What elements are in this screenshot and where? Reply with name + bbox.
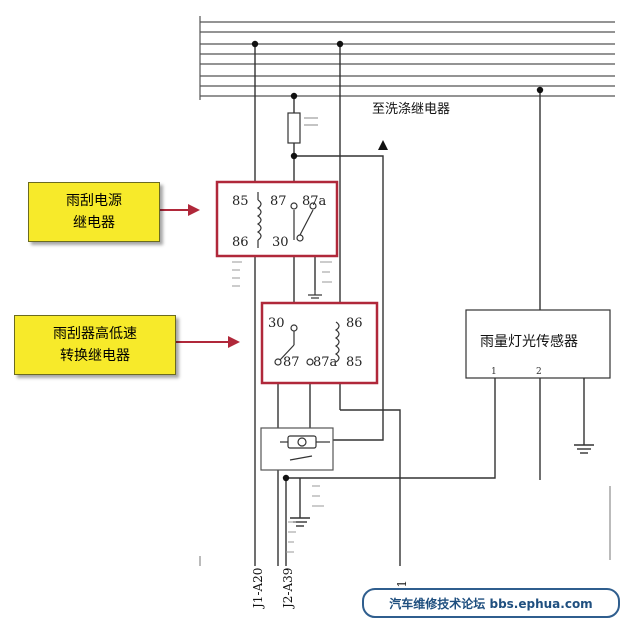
- power-relay-small-marks: [232, 261, 332, 287]
- power-relay-ground-icon: [308, 290, 322, 299]
- fuse-label-marks: [304, 117, 318, 126]
- speed-relay-callout-line1: 雨刮器高低速: [53, 326, 137, 342]
- junction-dots: [251, 40, 544, 482]
- speed-relay-callout: 雨刮器高低速 转换继电器: [14, 315, 176, 375]
- speed-relay-contacts: [274, 324, 314, 366]
- rain-sensor-label: 雨量灯光传感器: [480, 333, 578, 350]
- washer-relay-label: 至洗涤继电器: [372, 102, 450, 117]
- speed-relay-pin-30: 30: [268, 316, 285, 331]
- power-relay-callout: 雨刮电源 继电器: [28, 182, 160, 242]
- frame-lines: [199, 486, 611, 566]
- callout-arrow-speed: [176, 336, 240, 348]
- fuse-symbol: [287, 112, 301, 144]
- speed-relay-pin-87a: 87a: [313, 355, 338, 370]
- speed-relay-coil: [279, 321, 340, 363]
- speed-relay-callout-line2: 转换继电器: [60, 348, 130, 364]
- rain-sensor-box: [465, 309, 611, 379]
- connector-j2-a39: J2-A39: [281, 568, 295, 610]
- power-relay-coil: [256, 192, 314, 248]
- sensor-pin-1: 1: [491, 367, 497, 377]
- connector-j1-a20: J1-A20: [251, 568, 265, 610]
- wire-id-marks: [286, 485, 324, 553]
- wiper-motor-icon: [280, 435, 330, 461]
- speed-relay-pin-86: 86: [346, 316, 363, 331]
- callout-arrow-power: [160, 204, 200, 216]
- power-relay-callout-line2: 继电器: [73, 215, 115, 231]
- forum-watermark: 汽车维修技术论坛 bbs.ephua.com: [362, 588, 620, 618]
- power-relay-pin-87a: 87a: [302, 194, 327, 209]
- speed-relay-box: [260, 301, 379, 385]
- power-relay-pin-30: 30: [272, 235, 289, 250]
- wiper-motor-box: [260, 427, 334, 471]
- speed-relay-pin-85: 85: [346, 355, 363, 370]
- sensor-ground-icon: [574, 378, 594, 454]
- washer-arrow-icon: [378, 140, 388, 150]
- sensor-pin-2: 2: [536, 367, 542, 377]
- power-relay-pin-85: 85: [232, 194, 249, 209]
- power-relay-contacts: [290, 202, 317, 242]
- power-relay-box: [215, 180, 339, 258]
- power-relay-pin-86: 86: [232, 235, 249, 250]
- power-relay-callout-line1: 雨刮电源: [66, 193, 122, 209]
- ground-icon: [290, 510, 310, 527]
- power-relay-pin-87: 87: [270, 194, 287, 209]
- speed-relay-pin-87: 87: [283, 355, 300, 370]
- bus-bars: [199, 16, 615, 100]
